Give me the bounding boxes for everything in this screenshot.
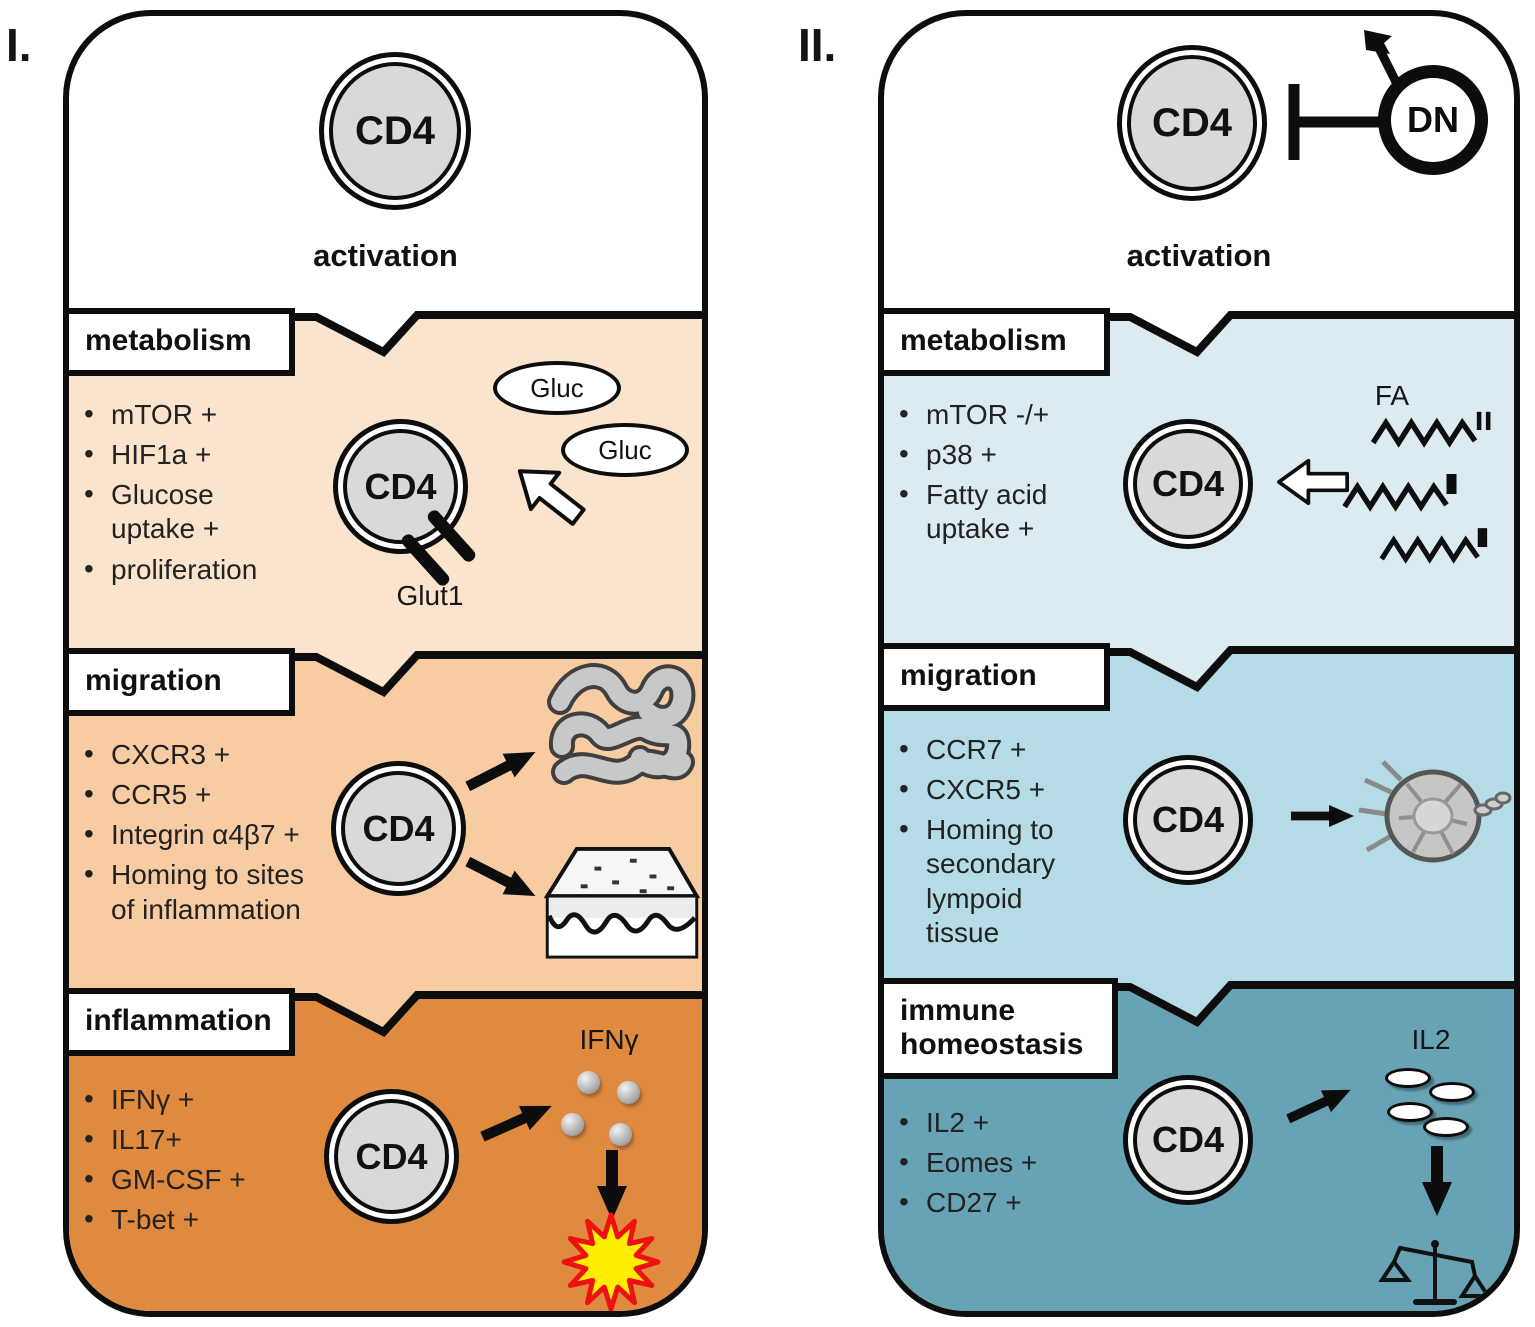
- section-metabolism-2: metabolism mTOR -/+ p38 + Fatty acid upt…: [884, 308, 1514, 643]
- cd4-label: CD4: [1133, 429, 1243, 539]
- bullet-item: CXCR5 +: [896, 772, 1081, 807]
- black-arrow-icon: [480, 1105, 552, 1142]
- bullet-item: IFNγ +: [81, 1082, 301, 1117]
- bullet-item: mTOR +: [81, 397, 266, 432]
- section-title-metabolism-2: metabolism: [884, 308, 1110, 376]
- il2-pill-icon: [1429, 1082, 1475, 1102]
- bullet-list: CCR7 + CXCR5 + Homing to secondary lympo…: [896, 732, 1081, 956]
- bullet-item: CCR7 +: [896, 732, 1081, 767]
- bullet-item: proliferation: [81, 552, 266, 587]
- dn-cell: DN: [1378, 65, 1488, 175]
- bullet-item: Eomes +: [896, 1145, 1116, 1180]
- bullet-item: CCR5 +: [81, 777, 331, 812]
- bullet-item: Integrin α4β7 +: [81, 817, 331, 852]
- black-arrow-icon: [465, 856, 536, 897]
- section-migration-1: migration CXCR3 + CCR5 + Integrin α4β7 +…: [69, 648, 702, 988]
- gluc-oval: Gluc: [561, 423, 689, 477]
- bullet-item: HIF1a +: [81, 437, 266, 472]
- bullet-item: Homing to secondary lympoid tissue: [896, 812, 1081, 950]
- black-arrow-icon: [1290, 805, 1354, 827]
- cd4-label: CD4: [1133, 765, 1243, 875]
- cd4-cell: CD4: [1123, 1075, 1253, 1205]
- cd4-cell: CD4: [1117, 45, 1267, 201]
- gluc-oval: Gluc: [493, 361, 621, 415]
- section-title-migration-1: migration: [69, 648, 295, 716]
- il2-pill-icon: [1385, 1068, 1431, 1088]
- bullet-item: CXCR3 +: [81, 737, 331, 772]
- cd4-label: CD4: [341, 771, 456, 886]
- cytokine-sphere-icon: [561, 1113, 584, 1136]
- il2-label: IL2: [1411, 1024, 1451, 1055]
- section-title-migration-2: migration: [884, 643, 1110, 711]
- bullet-item: CD27 +: [896, 1185, 1116, 1220]
- cytokine-sphere-icon: [609, 1123, 632, 1146]
- lymph-node-icon: [1358, 760, 1512, 863]
- black-arrow-icon: [1286, 1089, 1351, 1124]
- activation-label: activation: [1126, 238, 1272, 273]
- cd4-label: CD4: [334, 1099, 449, 1214]
- black-arrow-icon: [465, 751, 536, 792]
- inhibition-tbar-icon: [1288, 84, 1388, 160]
- il2-pill-icon: [1387, 1102, 1433, 1122]
- bullet-item: Glucose uptake +: [81, 477, 266, 546]
- il2-pill-icon: [1423, 1117, 1469, 1137]
- cd4-cell: CD4: [331, 761, 466, 896]
- cd4-cell: CD4: [319, 52, 471, 210]
- panel-numeral-1: I.: [6, 19, 32, 71]
- fatty-acid-chain-icon: [1370, 411, 1491, 448]
- bullet-list: IFNγ + IL17+ GM-CSF + T-bet +: [81, 1082, 301, 1244]
- cd4-label: CD4: [329, 62, 461, 200]
- down-arrow-icon: [597, 1150, 627, 1220]
- bullet-list: IL2 + Eomes + CD27 +: [896, 1105, 1116, 1226]
- bullet-item: IL2 +: [896, 1105, 1116, 1140]
- activation-label: activation: [313, 238, 458, 273]
- section-title-homeostasis-2: immune homeostasis: [884, 978, 1118, 1080]
- down-arrow-icon: [1422, 1146, 1452, 1216]
- panel-II: CD4 DN activation metabolism mTOR -/+ p3: [878, 10, 1520, 1317]
- glut1-label: Glut1: [396, 580, 464, 611]
- cd4-cell: CD4: [1123, 419, 1253, 549]
- bullet-item: mTOR -/+: [896, 397, 1066, 432]
- fatty-acid-chain-icon: [1342, 474, 1457, 512]
- bullet-item: Homing to sites of inflammation: [81, 857, 331, 926]
- bullet-item: T-bet +: [81, 1202, 301, 1237]
- section-activation-1: CD4 activation: [69, 16, 702, 308]
- section-title-inflammation-1: inflammation: [69, 988, 295, 1056]
- section-activation-2: CD4 DN activation: [884, 16, 1514, 308]
- cytokine-sphere-icon: [617, 1081, 640, 1104]
- section-metabolism-1: metabolism mTOR + HIF1a + Glucose uptake…: [69, 308, 702, 648]
- bullet-item: Fatty acid uptake +: [896, 477, 1066, 546]
- white-arrow-icon: [1277, 458, 1349, 506]
- cd4-cell: CD4: [324, 1089, 459, 1224]
- balance-scale-icon: [1378, 1240, 1492, 1305]
- cd4-label: CD4: [1127, 55, 1257, 191]
- fatty-acid-chain-icon: [1379, 528, 1488, 564]
- fa-label: FA: [1374, 380, 1410, 411]
- cytokine-sphere-icon: [577, 1071, 600, 1094]
- bullet-item: GM-CSF +: [81, 1162, 301, 1197]
- cd4-cell: CD4: [1123, 755, 1253, 885]
- section-migration-2: migration CCR7 + CXCR5 + Homing to secon…: [884, 643, 1514, 978]
- white-arrow-icon: [517, 469, 586, 526]
- bullet-item: p38 +: [896, 437, 1066, 472]
- section-inflammation-1: inflammation IFNγ + IL17+ GM-CSF + T-bet…: [69, 988, 702, 1311]
- panel-numeral-2: II.: [798, 19, 837, 71]
- section-title-metabolism-1: metabolism: [69, 308, 295, 376]
- ifng-label: IFNγ: [579, 1024, 639, 1055]
- bullet-list: mTOR + HIF1a + Glucose uptake + prolifer…: [81, 397, 266, 593]
- panel-I: CD4 activation metabolism mTOR + HIF1a +…: [63, 10, 708, 1317]
- tcr-flag-icon: [1364, 30, 1401, 85]
- section-homeostasis-2: immune homeostasis IL2 + Eomes + CD27 + …: [884, 978, 1514, 1311]
- bullet-item: IL17+: [81, 1122, 301, 1157]
- intestine-icon: [547, 663, 696, 785]
- bullet-list: CXCR3 + CCR5 + Integrin α4β7 + Homing to…: [81, 737, 331, 933]
- inflammation-burst-icon: [561, 1212, 661, 1311]
- cd4-label: CD4: [1133, 1085, 1243, 1195]
- skin-icon: [543, 846, 701, 959]
- bullet-list: mTOR -/+ p38 + Fatty acid uptake +: [896, 397, 1066, 553]
